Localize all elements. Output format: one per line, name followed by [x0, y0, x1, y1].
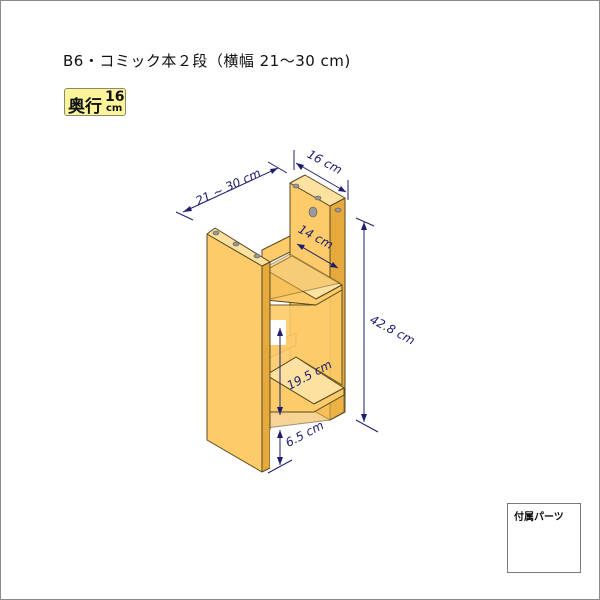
included-parts-label: 付属パーツ	[514, 512, 564, 523]
depth-badge: 奥行 16 cm	[64, 88, 126, 117]
left-panel-edge	[261, 261, 271, 473]
depth-badge-value: 16	[105, 89, 125, 105]
page-title: B6・コミック本２段（横幅 21〜30 cm)	[63, 52, 351, 70]
depth-badge-label: 奥行	[68, 97, 102, 117]
included-parts-box: 付属パーツ	[507, 503, 581, 573]
left-panel-face	[206, 233, 263, 473]
depth-badge-unit: cm	[106, 103, 123, 114]
